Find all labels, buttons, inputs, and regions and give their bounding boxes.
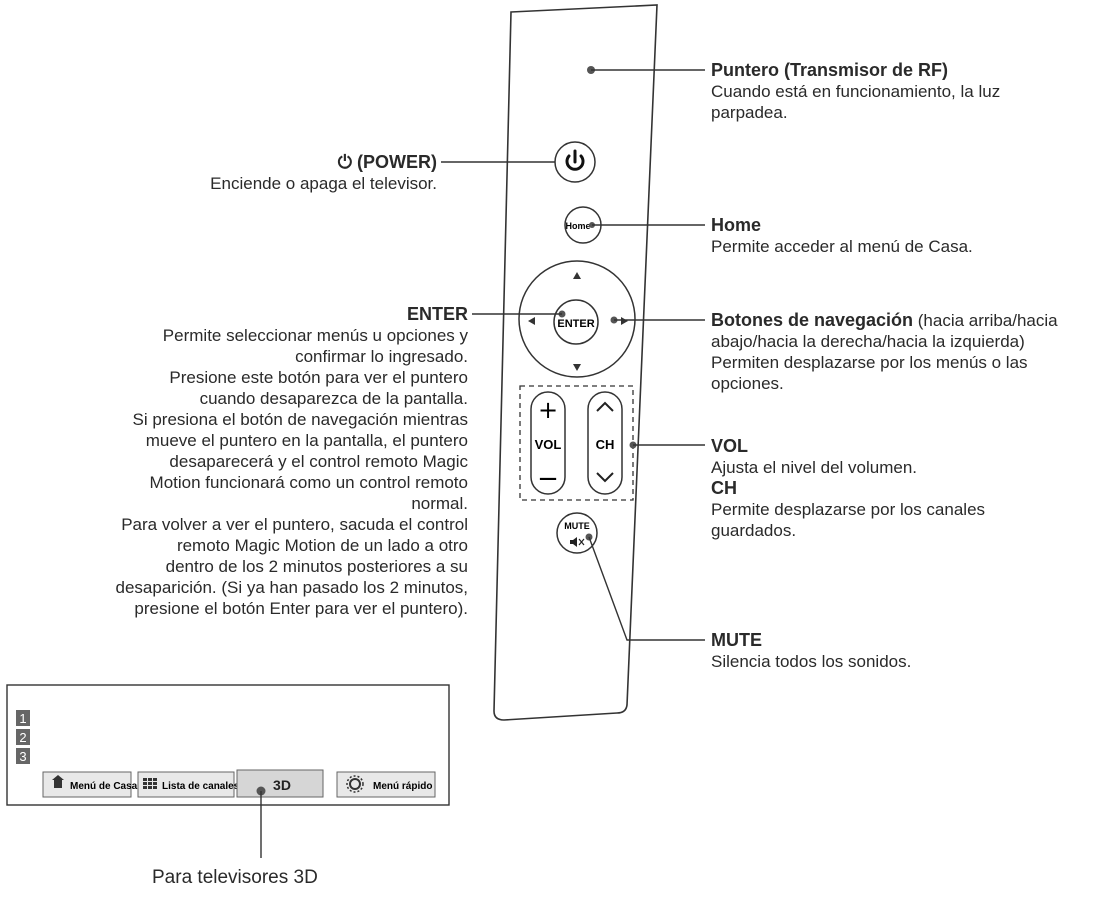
- callout-enter-desc-7: desaparecerá y el control remoto Magic: [169, 452, 468, 471]
- callout-home: Home Permite acceder al menú de Casa.: [711, 215, 973, 257]
- ch-down-chevron: [596, 472, 614, 483]
- grid-icon: [143, 778, 157, 789]
- callout-pointer-desc-2: parpadea.: [711, 103, 788, 122]
- screen-button-3d-label: 3D: [273, 777, 291, 793]
- gear-icon: [346, 775, 364, 793]
- callout-home-desc-1: Permite acceder al menú de Casa.: [711, 237, 973, 256]
- callout-mute-desc-1: Silencia todos los sonidos.: [711, 652, 912, 671]
- callout-enter-desc-14: presione el botón Enter para ver el punt…: [134, 599, 468, 618]
- callout-enter-desc-10: Para volver a ver el puntero, sacuda el …: [121, 515, 468, 534]
- callout-vol-ch: VOL Ajusta el nivel del volumen. CH Perm…: [711, 436, 985, 541]
- callout-vol-desc-1: Ajusta el nivel del volumen.: [711, 458, 918, 477]
- callout-power-title: (POWER): [357, 152, 437, 172]
- mute-speaker-icon: [570, 537, 585, 547]
- callout-enter-desc-6: mueve el puntero en la pantalla, el punt…: [145, 431, 468, 450]
- callout-enter-desc-1: Permite seleccionar menús u opciones y: [162, 326, 468, 345]
- mute-button[interactable]: MUTE: [556, 512, 598, 554]
- nav-left-arrow: [528, 317, 535, 325]
- callout-navigation-title: Botones de navegación: [711, 310, 914, 330]
- nav-down-arrow: [573, 364, 581, 371]
- callout-enter-desc-13: desaparición. (Si ya han pasado los 2 mi…: [115, 578, 468, 597]
- callout-enter-desc-3: Presione este botón para ver el puntero: [169, 368, 468, 387]
- screen-button-channel-list[interactable]: Lista de canales: [137, 771, 240, 798]
- screen-button-3d[interactable]: 3D: [236, 769, 324, 798]
- vol-plus-symbol: +: [538, 396, 558, 424]
- callout-navigation: Botones de navegación (hacia arriba/haci…: [711, 310, 1115, 394]
- screen-button-channel-list-label: Lista de canales: [162, 781, 240, 792]
- power-button[interactable]: [554, 141, 596, 183]
- callout-enter-desc-12: dentro de los 2 minutos posteriores a su: [165, 557, 468, 576]
- house-icon: [52, 775, 64, 788]
- callout-navigation-title-suffix: (hacia arriba/hacia: [913, 311, 1058, 330]
- callout-ch-desc-2: guardados.: [711, 521, 797, 540]
- ch-label: CH: [596, 437, 615, 452]
- power-icon: ⏻: [337, 152, 352, 172]
- callout-power-desc-1: Enciende o apaga el televisor.: [210, 174, 437, 193]
- vol-rocker[interactable]: + VOL −: [530, 391, 566, 495]
- callout-navigation-desc-1: abajo/hacia la derecha/hacia la izquierd…: [711, 332, 1025, 351]
- vol-ch-dashed-box: [519, 385, 634, 501]
- callout-enter-desc-8: Motion funcionará como un control remoto: [149, 473, 468, 492]
- callout-power: ⏻ (POWER) Enciende o apaga el televisor.: [37, 152, 437, 194]
- callout-pointer: Puntero (Transmisor de RF) Cuando está e…: [711, 60, 1000, 123]
- callout-mute-title: MUTE: [711, 630, 762, 650]
- nav-right-arrow: [621, 317, 628, 325]
- callout-pointer-title: Puntero (Transmisor de RF): [711, 60, 949, 80]
- mute-leader: [588, 536, 705, 641]
- screen-number-3-label: 3: [19, 749, 26, 764]
- callout-mute: MUTE Silencia todos los sonidos.: [711, 630, 911, 672]
- screen-number-2-label: 2: [19, 730, 26, 745]
- screen-number-1-label: 1: [19, 711, 26, 726]
- callout-navigation-desc-2: Permiten desplazarse por los menús o las: [711, 353, 1028, 372]
- callout-navigation-desc-3: opciones.: [711, 374, 784, 393]
- ch-rocker[interactable]: CH: [587, 391, 623, 495]
- callout-pointer-desc-1: Cuando está en funcionamiento, la luz: [711, 82, 1001, 101]
- callout-enter-title: ENTER: [406, 304, 468, 324]
- enter-button-label: ENTER: [557, 318, 594, 330]
- screen-button-home-menu-label: Menú de Casa: [70, 781, 138, 792]
- callout-ch-title: CH: [711, 478, 737, 498]
- enter-button[interactable]: ENTER: [553, 299, 599, 345]
- screen-number-3: 3: [16, 748, 30, 764]
- callout-home-title: Home: [711, 215, 762, 235]
- callout-vol-title: VOL: [711, 436, 749, 456]
- ch-up-chevron: [596, 401, 614, 412]
- mute-button-label: MUTE: [564, 521, 590, 531]
- screen-button-home-menu[interactable]: Menú de Casa: [42, 771, 138, 798]
- callout-enter: ENTER Permite seleccionar menús u opcion…: [0, 304, 468, 619]
- screen-number-2: 2: [16, 729, 30, 745]
- callout-enter-desc-9: normal.: [411, 494, 468, 513]
- vol-minus-symbol: −: [537, 464, 559, 494]
- callout-ch-desc-1: Permite desplazarse por los canales: [711, 500, 986, 519]
- callout-enter-desc-11: remoto Magic Motion de un lado a otro: [176, 536, 468, 555]
- screen-caption: Para televisores 3D: [152, 867, 318, 888]
- callout-enter-desc-5: Si presiona el botón de navegación mient…: [132, 410, 469, 429]
- callout-enter-desc-2: confirmar lo ingresado.: [295, 347, 468, 366]
- screen-button-quick-menu[interactable]: Menú rápido: [336, 771, 436, 798]
- screen-number-1: 1: [16, 710, 30, 726]
- screen-button-quick-menu-label: Menú rápido: [373, 781, 432, 792]
- vol-label: VOL: [535, 437, 562, 452]
- home-button-label: Home: [565, 221, 590, 231]
- callout-enter-desc-4: cuando desaparezca de la pantalla.: [199, 389, 468, 408]
- nav-up-arrow: [573, 272, 581, 279]
